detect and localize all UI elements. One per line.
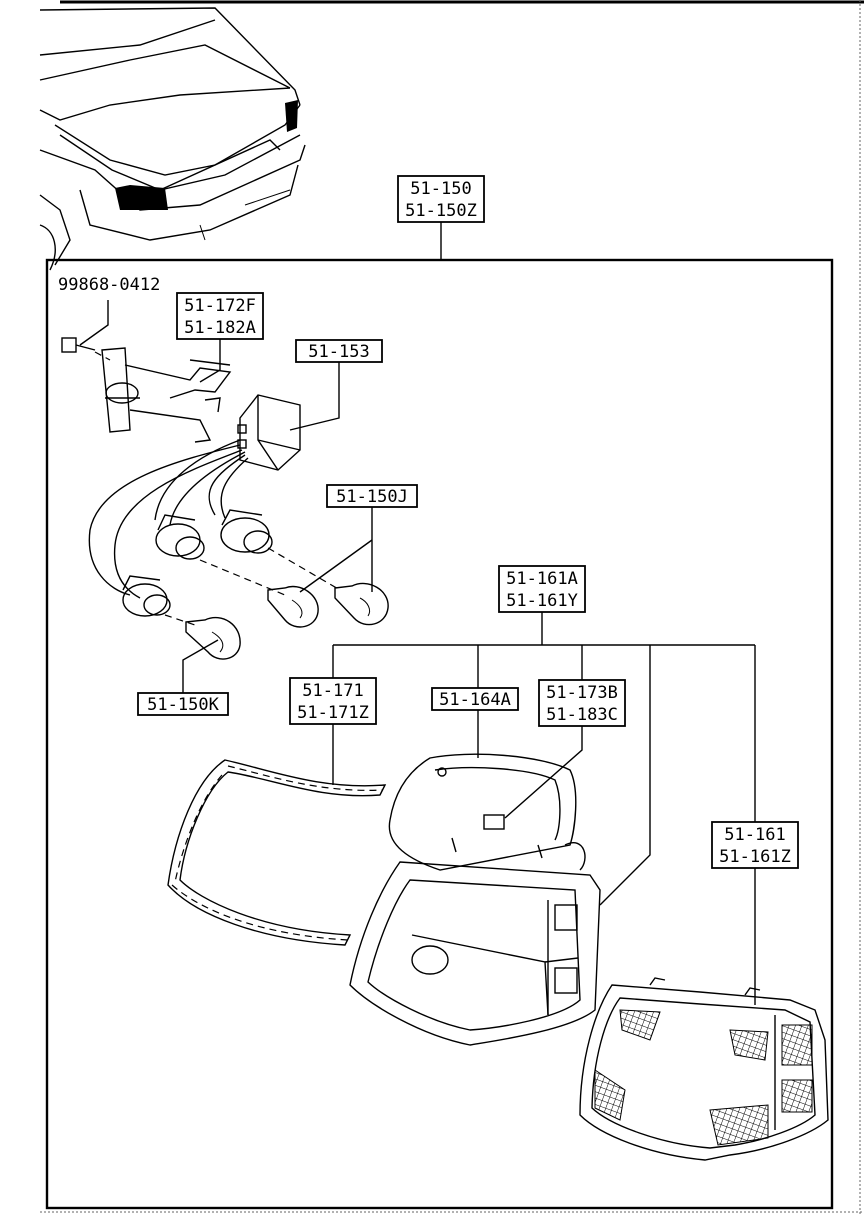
harness-wires (88, 439, 249, 599)
label-lens: 51-161 51-161Z (711, 821, 799, 869)
bracket-part (101, 347, 232, 443)
svg-text:51-164A: 51-164A (439, 690, 511, 710)
svg-text:51-161A: 51-161A (506, 569, 578, 589)
harness-connector (237, 394, 301, 471)
screw-part (61, 337, 111, 361)
svg-text:51-171Z: 51-171Z (297, 703, 369, 723)
page-frame (40, 0, 864, 1214)
svg-text:51-150K: 51-150K (147, 695, 219, 715)
svg-text:51-150Z: 51-150Z (405, 201, 477, 221)
socket-1 (155, 514, 205, 560)
label-gasket: 51-171 51-171Z (289, 677, 377, 725)
lens-part (579, 977, 829, 1161)
svg-text:51-173B: 51-173B (546, 683, 618, 703)
svg-text:51-172F: 51-172F (184, 296, 256, 316)
label-socket-harness: 51-153 (295, 339, 383, 363)
label-bulb-k: 51-150K (137, 692, 229, 716)
label-screw: 99868-0412 (58, 275, 160, 295)
label-housing: 51-164A (431, 687, 519, 711)
svg-text:51-150J: 51-150J (336, 487, 408, 507)
svg-text:51-153: 51-153 (308, 342, 369, 362)
svg-text:51-161Z: 51-161Z (719, 847, 791, 867)
svg-text:51-150: 51-150 (410, 179, 471, 199)
svg-text:51-161: 51-161 (724, 825, 785, 845)
label-clip: 51-173B 51-183C (538, 679, 626, 727)
gasket-part (167, 759, 387, 946)
label-assembly: 51-150 51-150Z (397, 175, 485, 223)
bulb-j-1 (267, 585, 319, 628)
housing-part (388, 753, 577, 871)
svg-text:51-161Y: 51-161Y (506, 591, 578, 611)
label-bulb-j: 51-150J (326, 484, 418, 508)
socket-2 (220, 509, 273, 554)
leader-lines (79, 300, 756, 1005)
bulb-k (185, 617, 241, 660)
label-bracket: 51-172F 51-182A (176, 292, 264, 340)
svg-text:51-183C: 51-183C (546, 705, 618, 725)
bulb-j-2 (334, 582, 389, 626)
reflector-part (349, 842, 601, 1046)
label-housing-set: 51-161A 51-161Y (498, 565, 586, 613)
svg-text:51-171: 51-171 (302, 681, 363, 701)
car-rear-illustration (39, 7, 306, 271)
assembly-frame (45, 258, 834, 1210)
socket-3 (122, 575, 171, 617)
svg-text:51-182A: 51-182A (184, 318, 256, 338)
